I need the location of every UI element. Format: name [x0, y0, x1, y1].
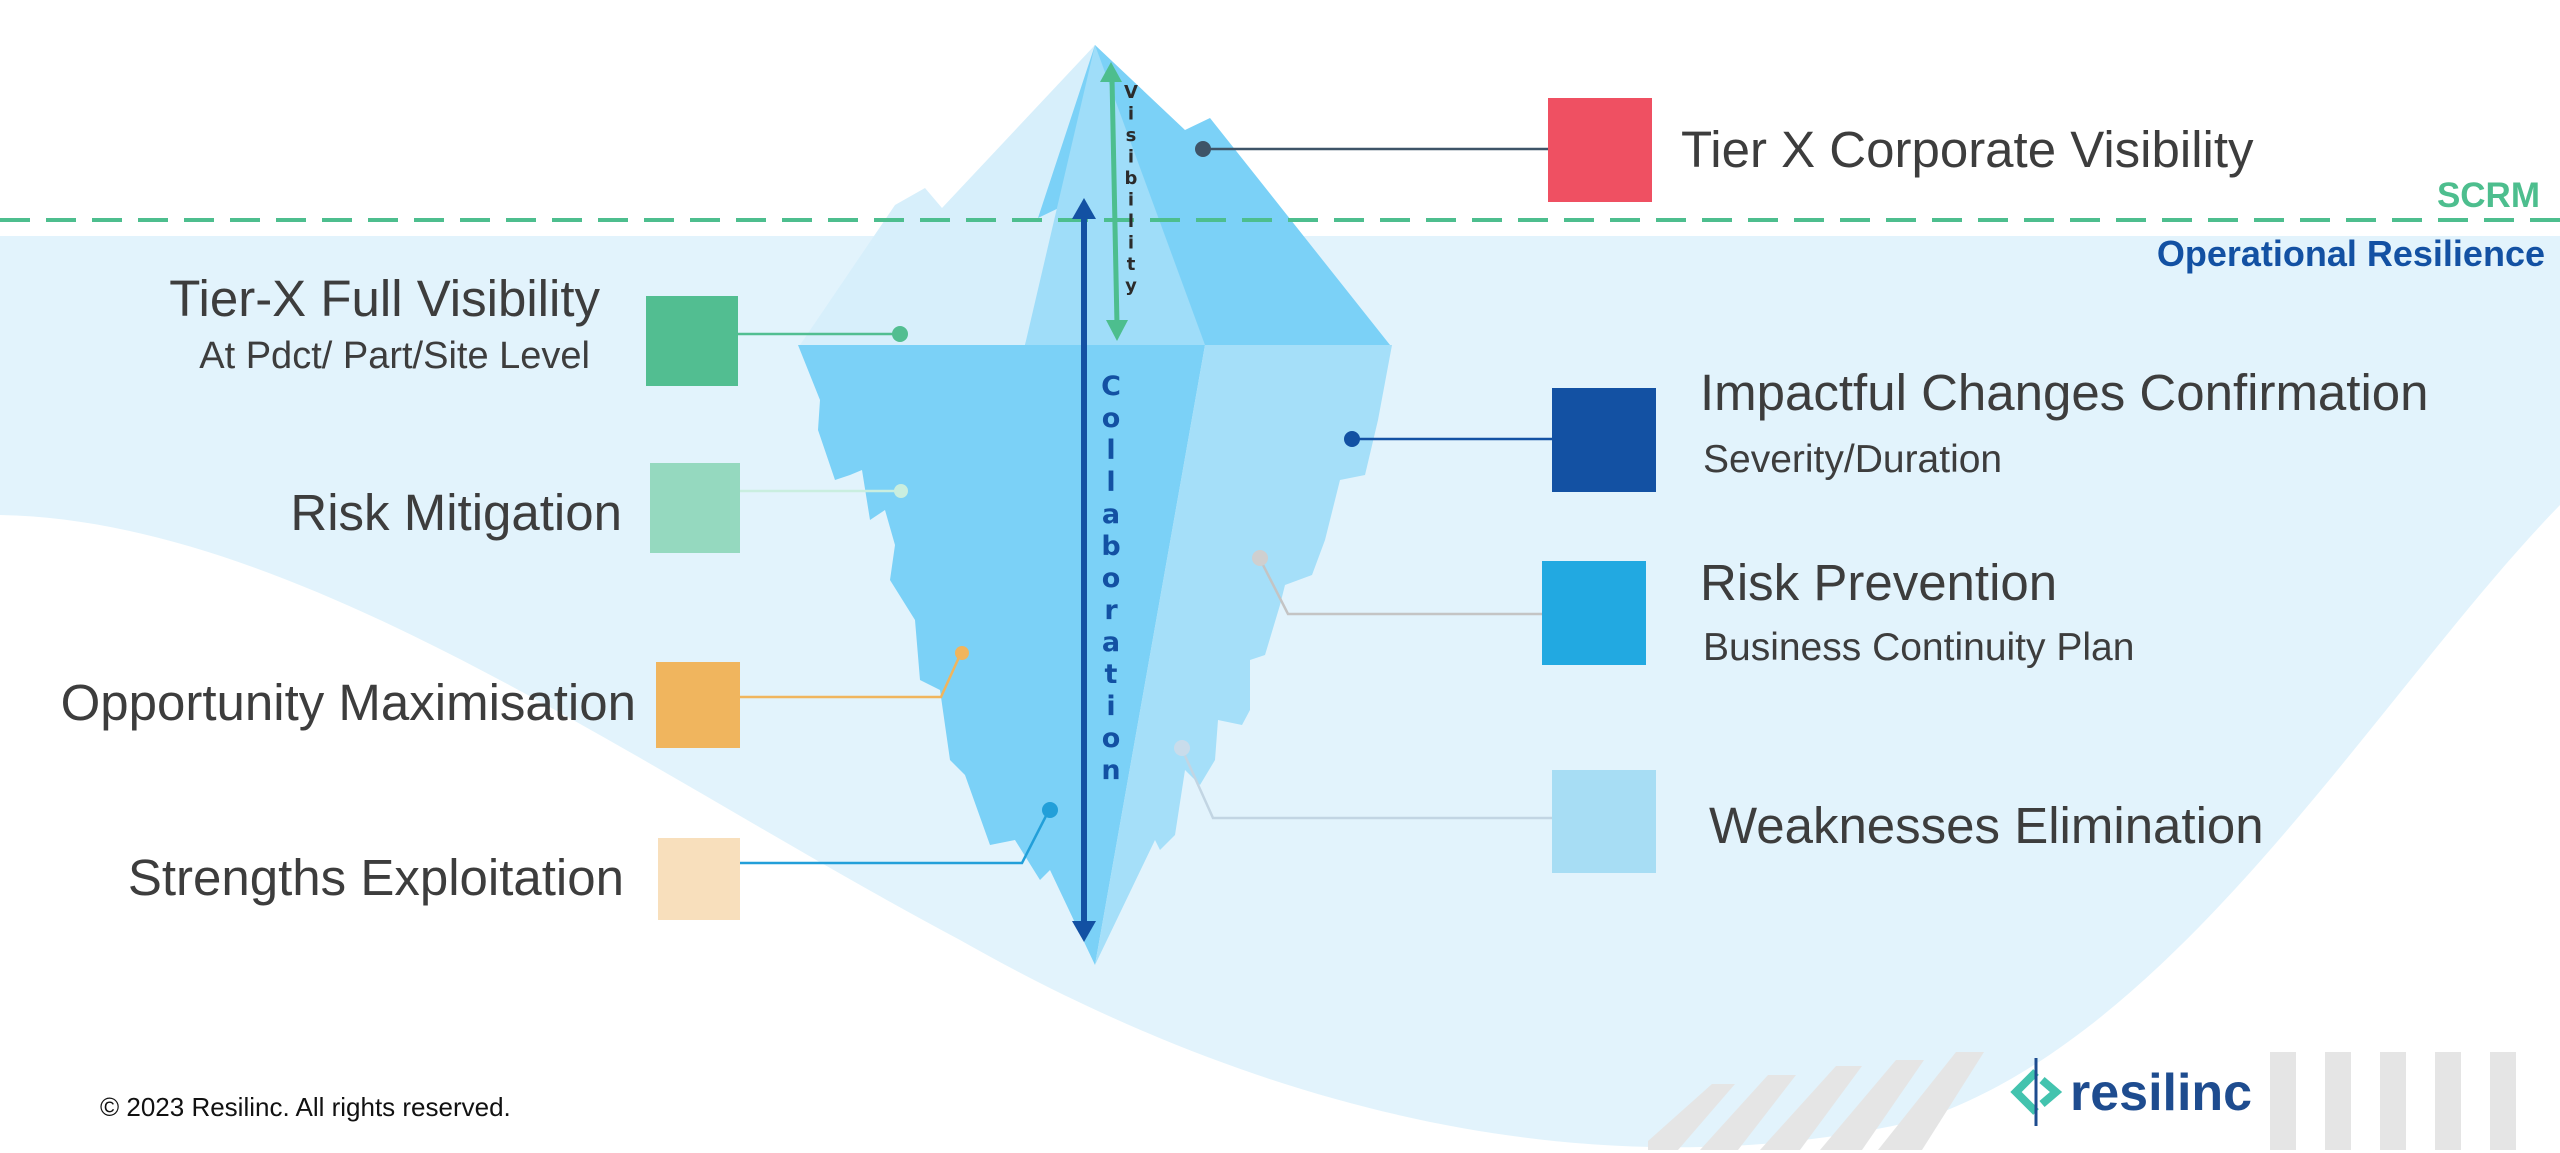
swatch-tier-x-full-visibility — [646, 296, 738, 386]
label-tier-x-full-visibility: Tier-X Full Visibility — [169, 270, 600, 327]
swatch-risk-prevention — [1542, 561, 1646, 665]
swatch-tier-x-corporate-visibility — [1548, 98, 1652, 202]
label-weaknesses-elimination: Weaknesses Elimination — [1709, 797, 2264, 854]
water-area — [0, 236, 2560, 1148]
connectors — [738, 141, 1552, 865]
zone-label-scrm: SCRM — [2437, 176, 2540, 215]
connector-dot-risk-mitigation — [894, 484, 908, 498]
copyright-text: © 2023 Resilinc. All rights reserved. — [100, 1092, 511, 1122]
iceberg-submerged-right — [1095, 345, 1392, 965]
zone-label-operational-resilience: Operational Resilience — [2157, 233, 2545, 274]
connector-risk-prevention — [1258, 558, 1542, 616]
swatch-strengths-exploitation — [658, 838, 740, 920]
connector-dot-weaknesses-elimination — [1174, 740, 1190, 756]
resilinc-logo: resilinc — [2010, 1058, 2252, 1126]
connector-dot-impactful-changes — [1344, 431, 1360, 447]
swatch-risk-mitigation — [650, 463, 740, 553]
label-tier-x-corporate-visibility: Tier X Corporate Visibility — [1681, 121, 2254, 178]
swatch-impactful-changes — [1552, 388, 1656, 492]
label-risk-mitigation: Risk Mitigation — [290, 484, 622, 541]
visibility-arrow — [1100, 62, 1128, 341]
iceberg-submerged-left — [798, 345, 1205, 965]
label-strengths-exploitation: Strengths Exploitation — [128, 849, 624, 906]
resilinc-logo-text: resilinc — [2070, 1064, 2252, 1122]
sublabel-tier-x-full-visibility: At Pdct/ Part/Site Level — [199, 335, 590, 377]
swatch-opportunity-maximisation — [656, 662, 740, 748]
label-impactful-changes: Impactful Changes Confirmation — [1700, 364, 2429, 421]
sublabel-risk-prevention: Business Continuity Plan — [1703, 626, 2134, 669]
connector-strengths-exploitation — [738, 811, 1050, 865]
collaboration-arrow — [1072, 198, 1096, 942]
swatch-weaknesses-elimination — [1552, 770, 1656, 873]
resilinc-logo-mark — [2010, 1058, 2063, 1126]
connector-dot-risk-prevention — [1252, 550, 1268, 566]
connector-dot-opportunity-maximisation — [955, 646, 969, 660]
label-opportunity-maximisation: Opportunity Maximisation — [61, 674, 636, 731]
connector-dot-strengths-exploitation — [1042, 802, 1058, 818]
connector-weaknesses-elimination — [1180, 748, 1552, 820]
connector-dot-tier-x-corporate-visibility — [1195, 141, 1211, 157]
decorative-stripes — [1648, 1052, 2516, 1150]
sublabel-impactful-changes: Severity/Duration — [1703, 438, 2002, 481]
connector-opportunity-maximisation — [738, 654, 962, 699]
label-risk-prevention: Risk Prevention — [1700, 554, 2057, 611]
connector-dot-tier-x-full-visibility — [892, 326, 908, 342]
